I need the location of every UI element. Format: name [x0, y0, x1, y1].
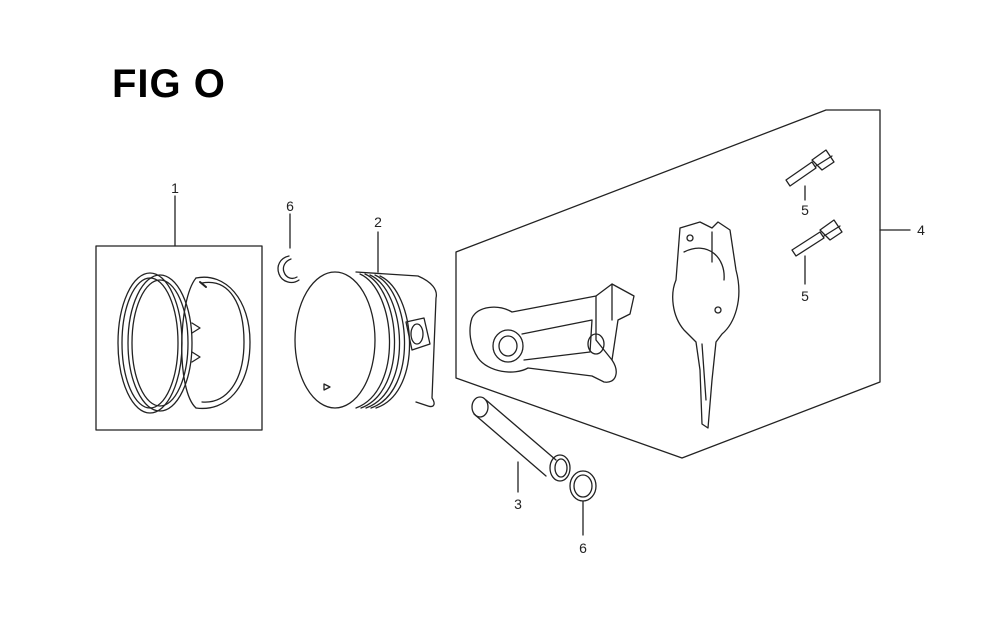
ref-number-6-upper: 6 [286, 198, 294, 214]
connecting-rod-assembly [455, 109, 911, 459]
connecting-rod-bolt-lower [791, 219, 843, 285]
connecting-rod-cap [672, 221, 740, 429]
piston-pin-clip-lower [569, 470, 597, 536]
ref-number-5-upper: 5 [801, 202, 809, 218]
ref-number-6-lower: 6 [579, 540, 587, 556]
piston-ring-set [95, 195, 263, 431]
rod-assembly-box [455, 109, 881, 459]
piston [294, 231, 438, 409]
ring-set-box [95, 245, 263, 431]
piston-pin [471, 396, 571, 493]
connecting-rod [469, 283, 635, 383]
ref-number-2: 2 [374, 214, 382, 230]
piston-pin-clip-upper [277, 213, 300, 284]
ref-number-5-lower: 5 [801, 288, 809, 304]
figure-title: FIG O [112, 62, 226, 106]
ref-number-4: 4 [917, 222, 925, 238]
ref-number-1: 1 [171, 180, 179, 196]
connecting-rod-bolt-upper [785, 149, 835, 201]
ref-number-3: 3 [514, 496, 522, 512]
